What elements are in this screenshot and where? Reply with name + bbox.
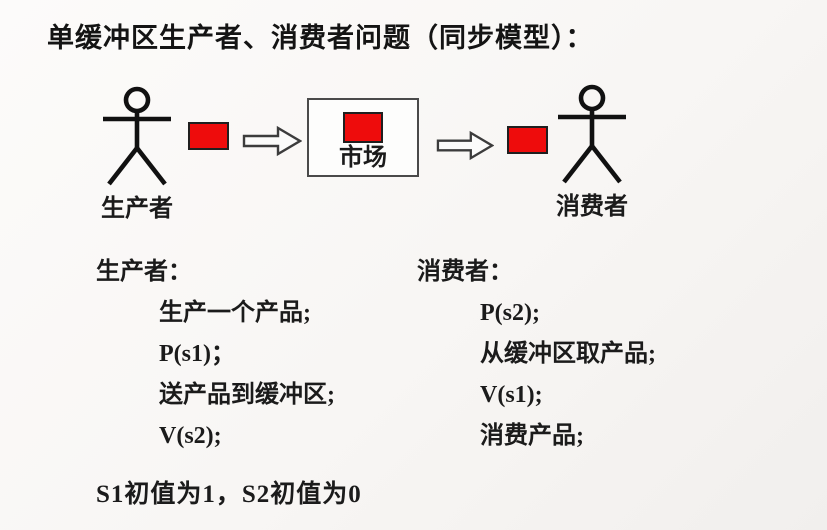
producer-code-line: V(s2); <box>159 423 222 449</box>
page-title: 单缓冲区生产者、消费者问题（同步模型）： <box>47 23 594 53</box>
producer-code-line: 生产一个产品; <box>159 300 311 326</box>
consumer-code-line: 消费产品; <box>480 423 584 449</box>
consumer-figure: 消费者 <box>547 84 637 221</box>
product-box-producer <box>188 122 229 150</box>
producer-label: 生产者 <box>101 196 173 222</box>
producer-code-line: 送产品到缓冲区; <box>159 382 335 408</box>
person-stick-figure-icon <box>92 86 182 186</box>
producer-code-block: 生产者： 生产一个产品; P(s1)； 送产品到缓冲区; V(s2); <box>96 252 335 457</box>
semaphore-init-note: S1初值为1，S2初值为0 <box>96 481 362 508</box>
producer-code-line: P(s1)； <box>159 341 235 367</box>
buffer-label: 市场 <box>339 145 387 171</box>
consumer-code-line: V(s1); <box>480 382 543 408</box>
consumer-code-line: P(s2); <box>480 300 540 326</box>
producer-figure: 生产者 <box>92 86 182 223</box>
product-box-buffer <box>343 112 383 143</box>
producer-code-header: 生产者： <box>96 259 192 285</box>
consumer-code-header: 消费者： <box>417 259 513 285</box>
person-stick-figure-icon <box>547 84 637 184</box>
flow-arrow-right-icon <box>436 129 494 162</box>
flow-arrow-right-icon <box>242 124 302 158</box>
buffer-box: 市场 <box>307 98 419 177</box>
consumer-code-block: 消费者： P(s2); 从缓冲区取产品; V(s1); 消费产品; <box>417 252 656 457</box>
consumer-label: 消费者 <box>556 194 628 220</box>
product-box-consumer <box>507 126 548 154</box>
consumer-code-line: 从缓冲区取产品; <box>480 341 656 367</box>
